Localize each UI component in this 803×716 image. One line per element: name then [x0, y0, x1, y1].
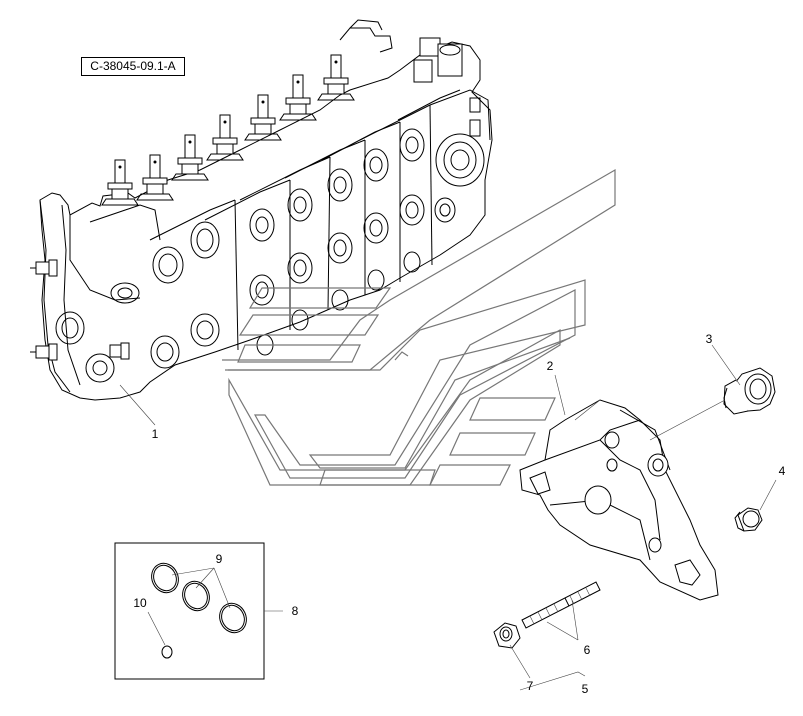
- seal-kit[interactable]: [114, 542, 265, 680]
- cover-plate[interactable]: [519, 399, 719, 601]
- left-bolt-lower: [30, 343, 58, 361]
- callout-6: 6: [583, 643, 591, 657]
- callout-10: 10: [133, 596, 147, 610]
- leader-lines: [119, 344, 777, 691]
- brand-watermark-logo: [222, 168, 616, 486]
- control-valve-assembly[interactable]: [30, 19, 493, 401]
- callout-4: 4: [778, 464, 786, 478]
- callout-5: 5: [581, 682, 589, 696]
- spool-levers: [101, 54, 355, 206]
- large-plug[interactable]: [723, 367, 776, 415]
- left-bolt-upper: [30, 259, 58, 277]
- relief-valve-fitting: [339, 19, 463, 83]
- left-bolt-middle: [109, 342, 130, 360]
- callout-9: 9: [215, 552, 223, 566]
- drawing-reference-code: C-38045-09.1-A: [81, 57, 185, 76]
- small-plug[interactable]: [734, 507, 763, 532]
- hex-nut[interactable]: [493, 622, 521, 649]
- callout-2: 2: [546, 359, 554, 373]
- callout-1: 1: [151, 427, 159, 441]
- callout-7: 7: [526, 679, 534, 693]
- callout-3: 3: [705, 332, 713, 346]
- callout-8: 8: [291, 604, 299, 618]
- threaded-stud[interactable]: [521, 581, 601, 629]
